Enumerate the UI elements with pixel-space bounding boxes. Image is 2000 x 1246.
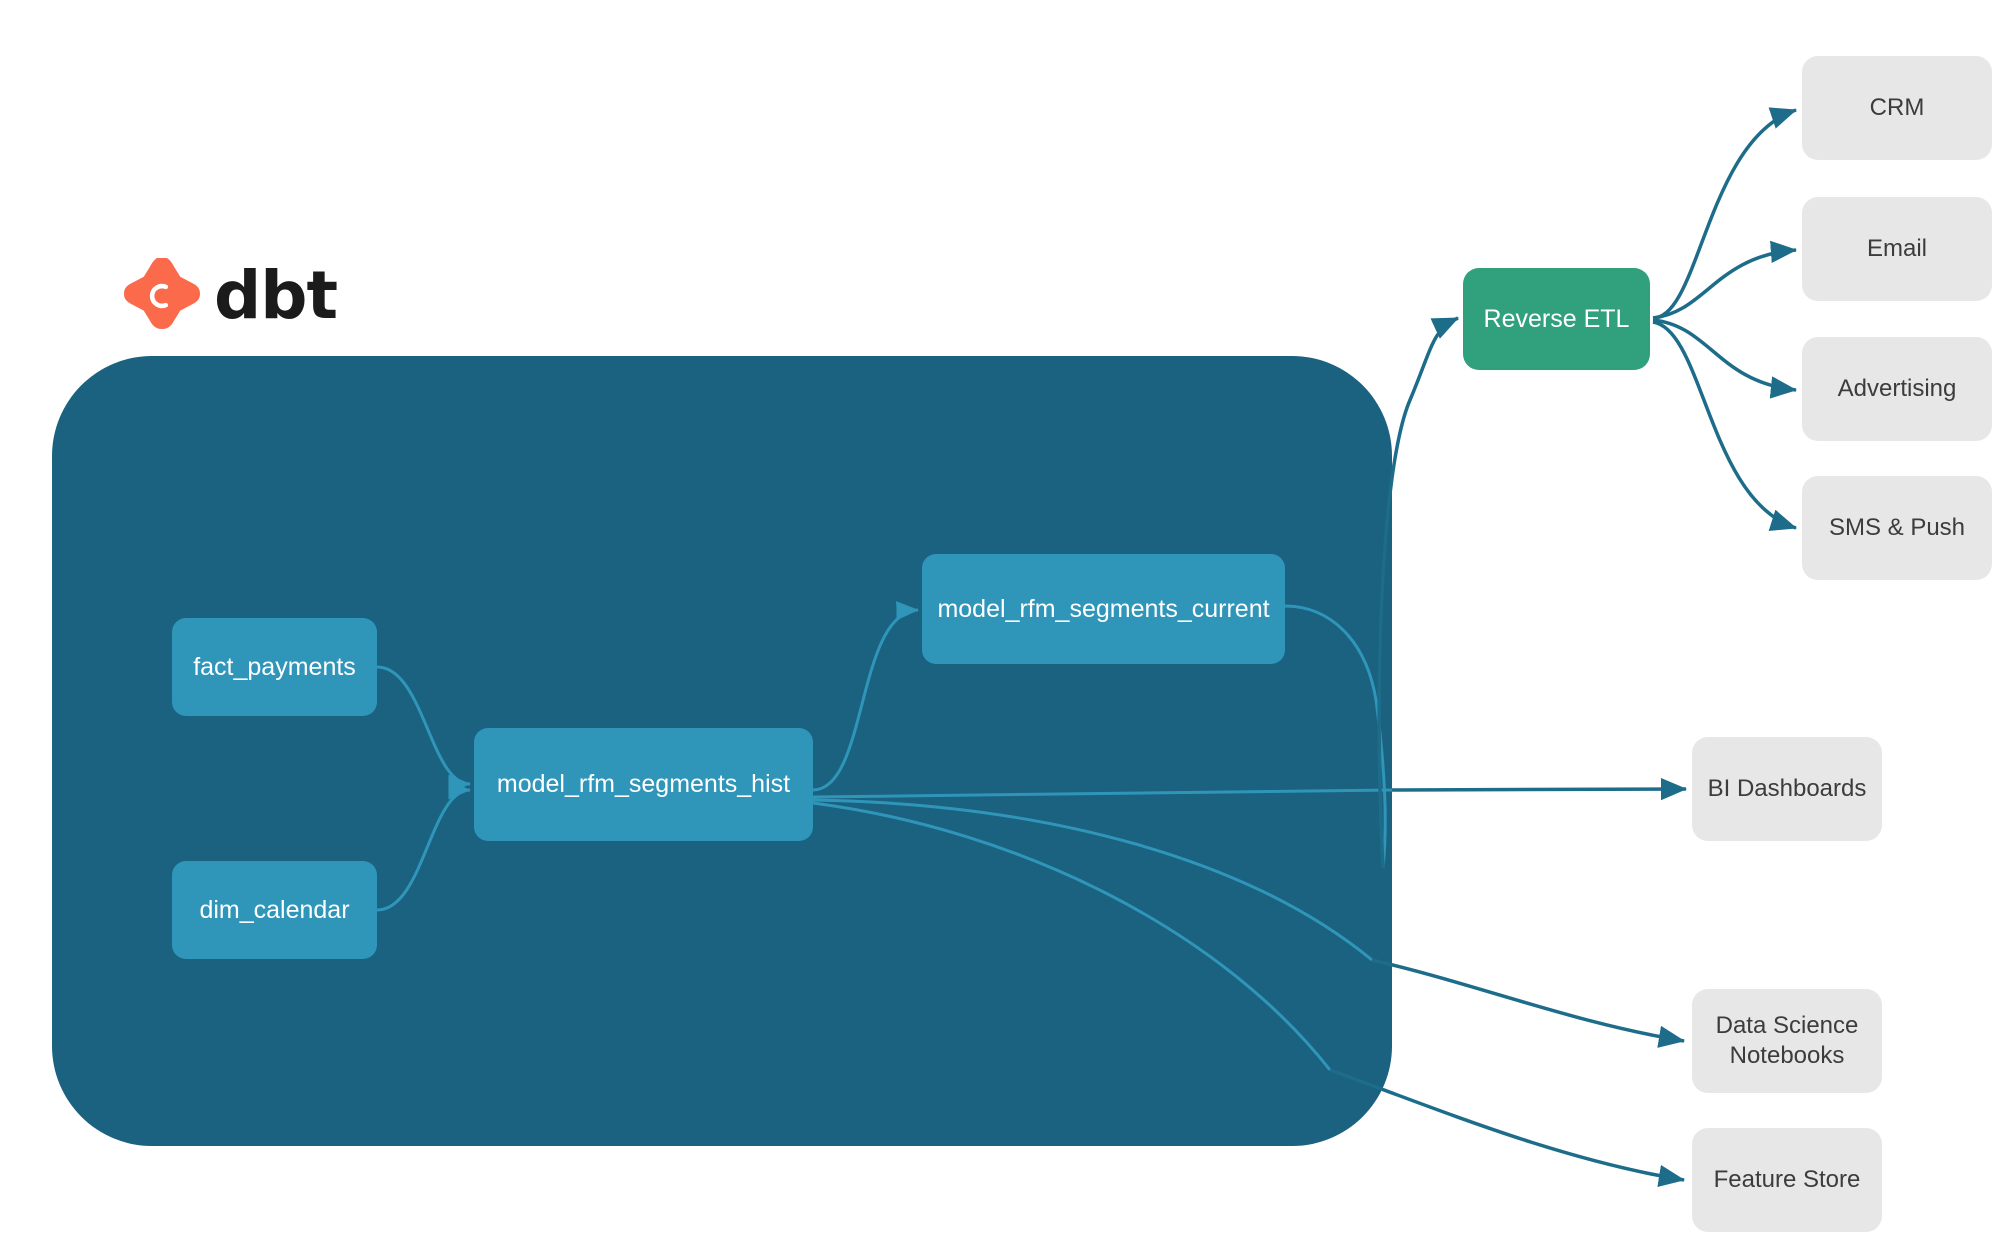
node-label: BI Dashboards xyxy=(1707,775,1867,802)
node-reverse-etl[interactable]: Reverse ETL xyxy=(1463,268,1650,370)
node-model-rfm-segments-hist[interactable]: model_rfm_segments_hist xyxy=(474,728,813,841)
dbt-wordmark: dbt xyxy=(214,257,338,334)
node-label: SMS & Push xyxy=(1828,514,1966,541)
node-model-rfm-segments-current[interactable]: model_rfm_segments_current xyxy=(922,554,1285,664)
edge-reverse-etl-to-email xyxy=(1652,240,1798,320)
node-label: CRM xyxy=(1869,94,1925,121)
node-crm[interactable]: CRM xyxy=(1802,56,1992,160)
node-label: model_rfm_segments_current xyxy=(937,594,1270,623)
node-label-line2: Notebooks xyxy=(1729,1042,1845,1069)
node-sms-push[interactable]: SMS & Push xyxy=(1802,476,1992,580)
edge-reverse-etl-to-advertising xyxy=(1652,318,1798,399)
node-label-wrap: Data Science Notebooks xyxy=(1716,1011,1859,1071)
dbt-logo: dbt xyxy=(124,257,338,334)
node-advertising[interactable]: Advertising xyxy=(1802,337,1992,441)
node-label-line1: Data Science xyxy=(1715,1012,1859,1039)
node-label: dim_calendar xyxy=(199,895,350,924)
node-email[interactable]: Email xyxy=(1802,197,1992,301)
node-label: Feature Store xyxy=(1713,1166,1861,1193)
node-bi-dashboards[interactable]: BI Dashboards xyxy=(1692,737,1882,841)
edge-reverse-etl-to-sms-push xyxy=(1652,320,1798,531)
edge-to-bi-dashboards xyxy=(1391,777,1688,801)
node-label: model_rfm_segments_hist xyxy=(496,770,791,798)
node-label: Reverse ETL xyxy=(1483,304,1630,333)
edge-to-ds-notebooks xyxy=(1371,958,1686,1048)
node-label: Email xyxy=(1866,235,1927,262)
node-dim-calendar[interactable]: dim_calendar xyxy=(172,861,377,959)
node-feature-store[interactable]: Feature Store xyxy=(1692,1128,1882,1232)
node-label: fact_payments xyxy=(193,652,356,681)
dbt-logo-icon xyxy=(124,258,200,330)
node-data-science-notebooks[interactable]: Data Science Notebooks xyxy=(1692,989,1882,1093)
node-label: Advertising xyxy=(1837,375,1957,402)
node-fact-payments[interactable]: fact_payments xyxy=(172,618,377,716)
edge-reverse-etl-to-crm xyxy=(1652,107,1797,320)
